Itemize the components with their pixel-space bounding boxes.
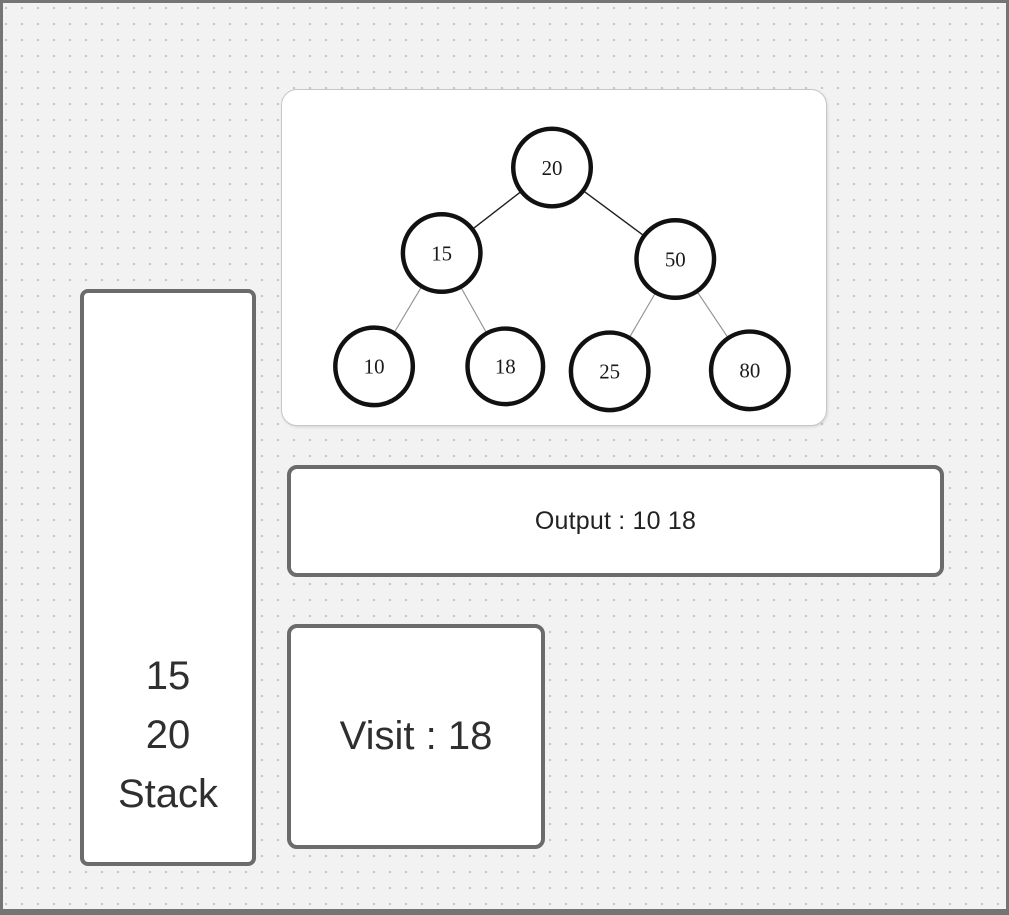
tree-node-label: 25 — [599, 360, 620, 384]
binary-tree-panel: 20 15 50 10 18 25 80 — [281, 89, 827, 426]
visit-text: Visit : 18 — [339, 714, 493, 758]
visit-panel: Visit : 18 — [287, 624, 545, 849]
output-panel: Output : 10 18 — [287, 465, 944, 577]
tree-svg: 20 15 50 10 18 25 80 — [333, 126, 791, 413]
stack-item: 20 — [145, 713, 191, 757]
tree-node-label: 20 — [542, 156, 563, 180]
output-text: Output : 10 18 — [534, 506, 697, 535]
tree-node-label: 18 — [495, 355, 516, 379]
stack-item: 15 — [145, 654, 191, 698]
stack-label: Stack — [117, 772, 219, 816]
tree-node-25 — [568, 330, 651, 413]
tree-node-80 — [708, 329, 791, 412]
tree-node-50 — [634, 217, 717, 300]
tree-node-20 — [511, 126, 594, 209]
tree-node-label: 10 — [364, 355, 385, 379]
tree-node-15 — [400, 212, 483, 295]
tree-node-label: 50 — [665, 247, 686, 271]
tree-node-label: 80 — [739, 359, 760, 383]
tree-node-18 — [465, 326, 546, 407]
tree-node-10 — [333, 325, 416, 408]
tree-node-label: 15 — [431, 241, 452, 265]
